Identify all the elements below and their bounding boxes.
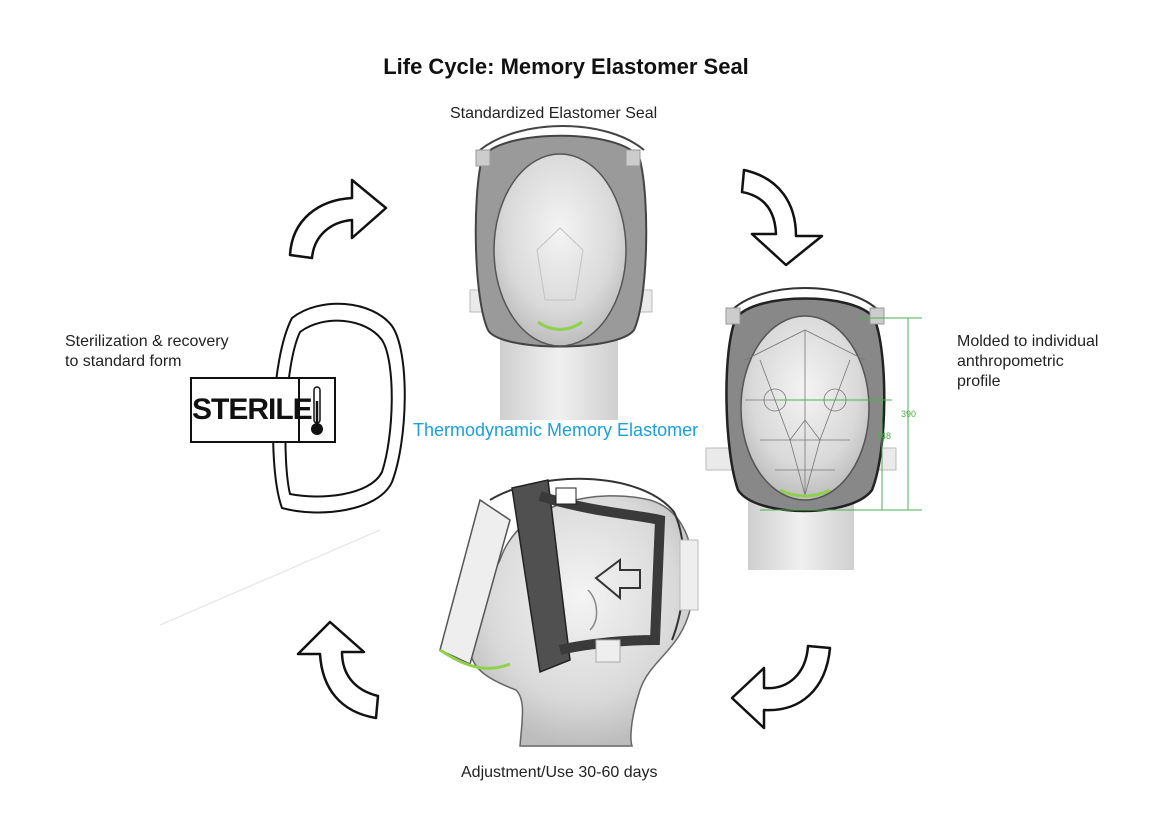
center-label: Thermodynamic Memory Elastomer xyxy=(413,420,699,440)
stage-label-right: Molded to individual anthropometric prof… xyxy=(957,332,1098,392)
stage-label-right-line3: profile xyxy=(957,373,1001,390)
thermometer-icon xyxy=(311,386,323,435)
stage-label-left-line2: to standard form xyxy=(65,353,182,370)
arrow-top-left xyxy=(288,178,388,260)
stage-label-top: Standardized Elastomer Seal xyxy=(450,105,658,122)
dimension-height-label: 390 xyxy=(901,409,917,419)
arrow-bottom-right xyxy=(730,644,832,730)
arrow-top-right xyxy=(740,168,824,267)
sterile-badge: STERILE xyxy=(190,377,336,443)
molded-seal-head xyxy=(705,287,922,570)
stage-label-right-line2: anthropometric xyxy=(957,353,1064,370)
dimension-mid-label: 148 xyxy=(876,431,892,441)
standard-seal-head xyxy=(469,125,653,420)
stage-label-left: Sterilization & recovery to standard for… xyxy=(65,332,229,372)
stage-label-left-line1: Sterilization & recovery xyxy=(65,333,229,350)
arrow-bottom-left xyxy=(296,620,380,720)
dimension-lines xyxy=(760,317,922,511)
adjustment-side-head xyxy=(439,477,699,747)
diagram-title: Life Cycle: Memory Elastomer Seal xyxy=(383,54,749,79)
stage-label-bottom: Adjustment/Use 30-60 days xyxy=(461,764,658,781)
sterile-text: STERILE xyxy=(192,379,313,441)
stage-label-right-line1: Molded to individual xyxy=(957,333,1099,350)
